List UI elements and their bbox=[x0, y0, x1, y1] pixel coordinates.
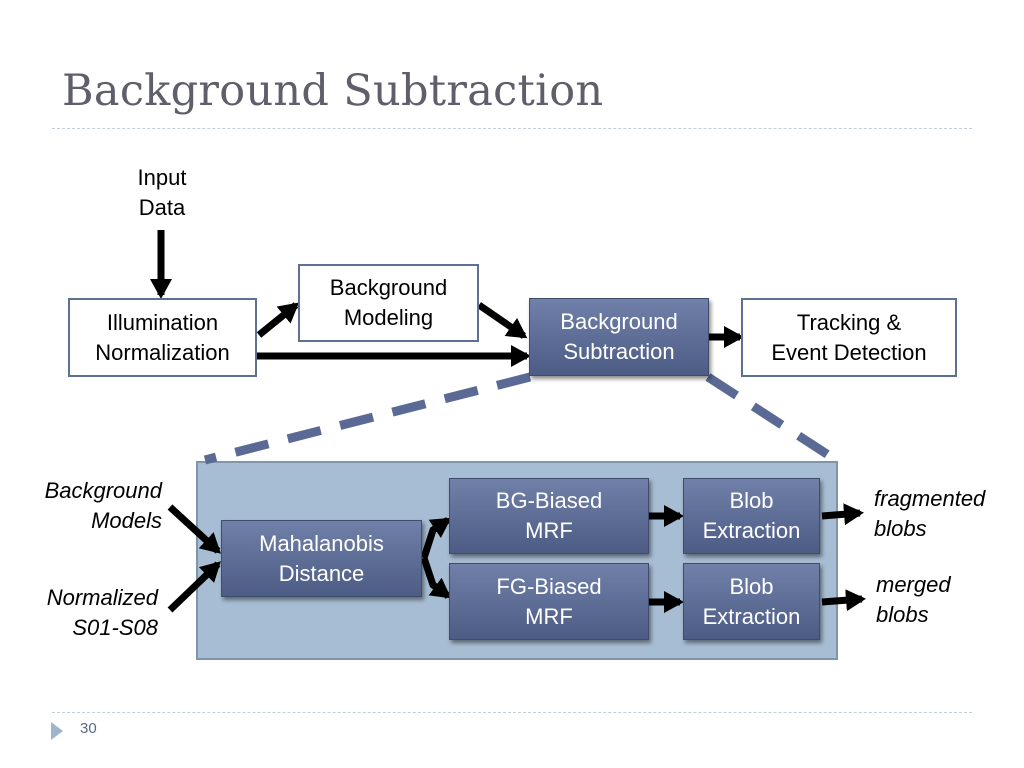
background-models-label: Background Models bbox=[44, 478, 162, 533]
arrow-normalized-to-mahalanobis bbox=[167, 561, 221, 613]
tracking-event-detection-label: Tracking & Event Detection bbox=[771, 309, 927, 365]
slide-title: Background Subtraction bbox=[62, 66, 604, 116]
title-divider bbox=[52, 128, 972, 129]
illumination-normalization-box: Illumination Normalization bbox=[68, 298, 257, 377]
blob-extraction-top-label: Blob Extraction bbox=[702, 488, 801, 543]
background-subtraction-label: Background Subtraction bbox=[560, 309, 678, 364]
triangle-bullet-icon bbox=[51, 722, 63, 740]
arrow-bgmodels-to-mahalanobis bbox=[167, 504, 221, 554]
normalized-s01-s08-label: Normalized S01-S08 bbox=[46, 585, 158, 640]
bg-biased-mrf-box: BG-Biased MRF bbox=[449, 478, 649, 554]
background-subtraction-box: Background Subtraction bbox=[529, 298, 709, 376]
mahalanobis-distance-box: Mahalanobis Distance bbox=[221, 520, 422, 597]
page-number: 30 bbox=[80, 720, 97, 737]
blob-extraction-bottom-label: Blob Extraction bbox=[702, 573, 801, 629]
mahalanobis-distance-label: Mahalanobis Distance bbox=[259, 530, 384, 586]
blob-extraction-bottom-box: Blob Extraction bbox=[683, 563, 820, 640]
illumination-normalization-label: Illumination Normalization bbox=[95, 309, 230, 365]
arrow-blob-to-merged bbox=[821, 589, 866, 612]
arrow-illumination-to-modeling bbox=[256, 302, 300, 338]
tracking-event-detection-box: Tracking & Event Detection bbox=[741, 298, 957, 377]
fg-biased-mrf-box: FG-Biased MRF bbox=[449, 563, 649, 640]
arrow-blob-to-fragmented bbox=[821, 503, 864, 526]
zoom-line-left bbox=[203, 372, 532, 465]
footer-divider bbox=[52, 712, 972, 713]
arrow-modeling-to-subtraction bbox=[477, 302, 528, 339]
background-modeling-label: Background Modeling bbox=[329, 275, 448, 330]
input-data-label: Input Data bbox=[137, 165, 187, 220]
fragmented-blobs-label: fragmented blobs bbox=[874, 486, 986, 541]
arrow-mahalanobis-to-fg-mrf bbox=[420, 556, 452, 599]
background-modeling-box: Background Modeling bbox=[298, 264, 479, 342]
arrow-mahalanobis-to-bg-mrf bbox=[420, 517, 452, 560]
bg-biased-mrf-label: BG-Biased MRF bbox=[495, 488, 603, 543]
fg-biased-mrf-label: FG-Biased MRF bbox=[496, 573, 602, 629]
blob-extraction-top-box: Blob Extraction bbox=[683, 478, 820, 554]
zoom-line-right bbox=[705, 373, 839, 464]
merged-blobs-label: merged blobs bbox=[876, 572, 951, 627]
